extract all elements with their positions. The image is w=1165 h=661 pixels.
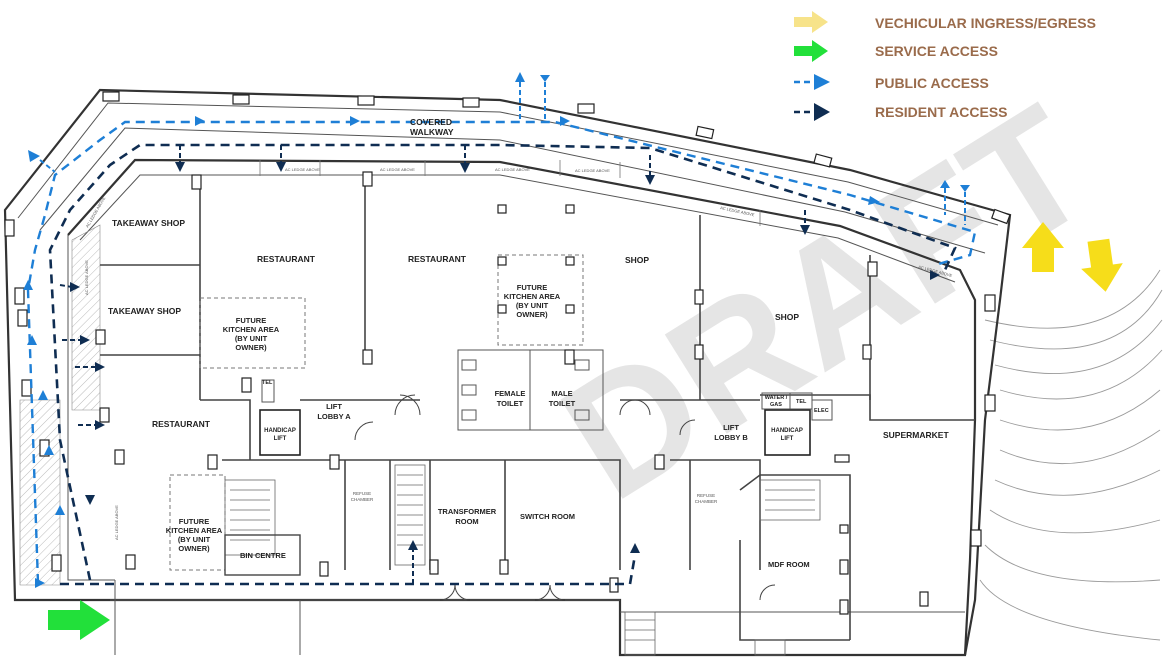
label-mdf-room: MDF ROOM	[768, 560, 810, 569]
ledge-dividers	[259, 160, 761, 226]
public-access-arrows	[23, 72, 970, 588]
svg-text:GAS: GAS	[770, 402, 782, 408]
svg-text:VECHICULAR INGRESS/EGRESS: VECHICULAR INGRESS/EGRESS	[875, 15, 1096, 31]
label-takeaway-shop-2: TAKEAWAY SHOP	[108, 306, 181, 316]
service-access-arrow	[48, 600, 110, 640]
svg-text:(BY UNIT: (BY UNIT	[516, 301, 549, 310]
label-transformer-room: TRANSFORMER ROOM	[438, 507, 497, 526]
resident-access-route	[60, 554, 637, 586]
resident-access-arrows	[70, 162, 940, 553]
label-elec: ELEC	[814, 408, 829, 414]
doors	[354, 394, 776, 601]
legend-item-vehicular: VECHICULAR INGRESS/EGRESS	[794, 11, 1096, 33]
left-hatch-zone-upper	[71, 224, 101, 411]
svg-text:RESIDENT ACCESS: RESIDENT ACCESS	[875, 104, 1008, 120]
label-lift-lobby-b: LIFT LOBBY B	[714, 423, 748, 442]
svg-text:KITCHEN AREA: KITCHEN AREA	[223, 325, 280, 334]
svg-text:(BY UNIT: (BY UNIT	[235, 334, 268, 343]
svg-text:LOBBY A: LOBBY A	[317, 412, 351, 421]
svg-text:ROOM: ROOM	[455, 517, 478, 526]
label-future-kitchen-a: FUTURE KITCHEN AREA (BY UNIT OWNER)	[223, 316, 280, 352]
svg-text:MALE: MALE	[551, 389, 572, 398]
label-shop-1: SHOP	[625, 255, 649, 265]
label-takeaway-shop-1: TAKEAWAY SHOP	[112, 218, 185, 228]
future-kitchen-outlines	[169, 254, 584, 571]
public-access-stubs	[39, 82, 966, 225]
svg-text:TRANSFORMER: TRANSFORMER	[438, 507, 497, 516]
legend-item-service: SERVICE ACCESS	[794, 40, 998, 62]
vehicular-ingress-arrow	[1022, 222, 1064, 272]
label-restaurant-2: RESTAURANT	[408, 254, 467, 264]
svg-text:REFUSE: REFUSE	[353, 491, 371, 496]
label-refuse-chamber-b: REFUSE CHAMBER	[695, 493, 718, 504]
svg-text:HANDICAP: HANDICAP	[264, 428, 296, 434]
svg-text:FUTURE: FUTURE	[179, 517, 209, 526]
svg-text:FEMALE: FEMALE	[495, 389, 526, 398]
label-ac-ledge-9: AC LEDGE ABOVE	[114, 505, 119, 540]
label-water-gas: WATER / GAS	[765, 395, 788, 408]
legend-item-resident: RESIDENT ACCESS	[794, 103, 1008, 121]
lift-boxes	[259, 379, 833, 456]
svg-text:LIFT: LIFT	[326, 402, 342, 411]
svg-text:TOILET: TOILET	[497, 399, 524, 408]
stairs	[224, 464, 821, 656]
label-future-kitchen-c: FUTURE KITCHEN AREA (BY UNIT OWNER)	[166, 517, 223, 553]
resident-access-route-west	[48, 143, 957, 581]
svg-text:LIFT: LIFT	[274, 436, 287, 442]
resident-access-stubs	[59, 145, 806, 584]
label-ac-ledge-2: AC LEDGE ABOVE	[380, 167, 415, 172]
svg-text:CHAMBER: CHAMBER	[695, 499, 718, 504]
internal-walls	[100, 180, 975, 641]
label-handicap-lift-b: HANDICAP LIFT	[771, 428, 803, 442]
label-ac-ledge-1: AC LEDGE ABOVE	[285, 167, 320, 172]
svg-text:(BY UNIT: (BY UNIT	[178, 535, 211, 544]
label-supermarket: SUPERMARKET	[883, 430, 949, 440]
label-covered-walkway: COVERED	[410, 117, 452, 127]
svg-text:OWNER): OWNER)	[235, 343, 267, 352]
svg-text:LOBBY B: LOBBY B	[714, 433, 748, 442]
svg-text:REFUSE: REFUSE	[697, 493, 715, 498]
svg-text:CHAMBER: CHAMBER	[351, 497, 374, 502]
label-restaurant-1: RESTAURANT	[257, 254, 316, 264]
label-future-kitchen-b: FUTURE KITCHEN AREA (BY UNIT OWNER)	[504, 283, 561, 319]
label-restaurant-3: RESTAURANT	[152, 419, 211, 429]
svg-text:SERVICE ACCESS: SERVICE ACCESS	[875, 43, 998, 59]
label-female-toilet: FEMALE TOILET	[495, 389, 526, 408]
svg-text:OWNER): OWNER)	[516, 310, 548, 319]
label-shop-2: SHOP	[775, 312, 799, 322]
svg-text:LIFT: LIFT	[781, 436, 794, 442]
label-bin-centre: BIN CENTRE	[240, 551, 286, 560]
label-ac-ledge-3: AC LEDGE ABOVE	[495, 167, 530, 172]
legend-item-public: PUBLIC ACCESS	[794, 74, 989, 91]
svg-text:FUTURE: FUTURE	[236, 316, 266, 325]
vehicular-egress-arrow	[1081, 238, 1123, 292]
label-tel-b: TEL	[796, 399, 807, 405]
legend: VECHICULAR INGRESS/EGRESS SERVICE ACCESS…	[794, 11, 1096, 121]
label-lift-lobby-a: LIFT LOBBY A	[317, 402, 351, 421]
svg-text:TOILET: TOILET	[549, 399, 576, 408]
building-outline	[3, 88, 1012, 657]
label-male-toilet: MALE TOILET	[549, 389, 576, 408]
label-ac-ledge-4: AC LEDGE ABOVE	[575, 168, 610, 173]
svg-text:LIFT: LIFT	[723, 423, 739, 432]
label-handicap-lift-a: HANDICAP LIFT	[264, 428, 296, 442]
columns	[4, 91, 1011, 615]
svg-text:FUTURE: FUTURE	[517, 283, 547, 292]
label-covered-walkway-2: WALKWAY	[410, 127, 454, 137]
public-access-route	[26, 120, 977, 584]
svg-text:KITCHEN AREA: KITCHEN AREA	[504, 292, 561, 301]
label-switch-room: SWITCH ROOM	[520, 512, 575, 521]
svg-text:KITCHEN AREA: KITCHEN AREA	[166, 526, 223, 535]
ramp-curves	[979, 269, 1163, 641]
svg-text:OWNER): OWNER)	[178, 544, 210, 553]
svg-text:HANDICAP: HANDICAP	[771, 428, 803, 434]
svg-text:WATER /: WATER /	[765, 395, 788, 401]
bin-centre-box	[224, 534, 301, 576]
label-ac-ledge-8: AC LEDGE ABOVE	[84, 260, 89, 295]
label-refuse-chamber: REFUSE CHAMBER	[351, 491, 374, 502]
label-tel-a: TEL	[262, 380, 273, 386]
svg-text:PUBLIC ACCESS: PUBLIC ACCESS	[875, 75, 989, 91]
toilets-block	[457, 349, 604, 431]
